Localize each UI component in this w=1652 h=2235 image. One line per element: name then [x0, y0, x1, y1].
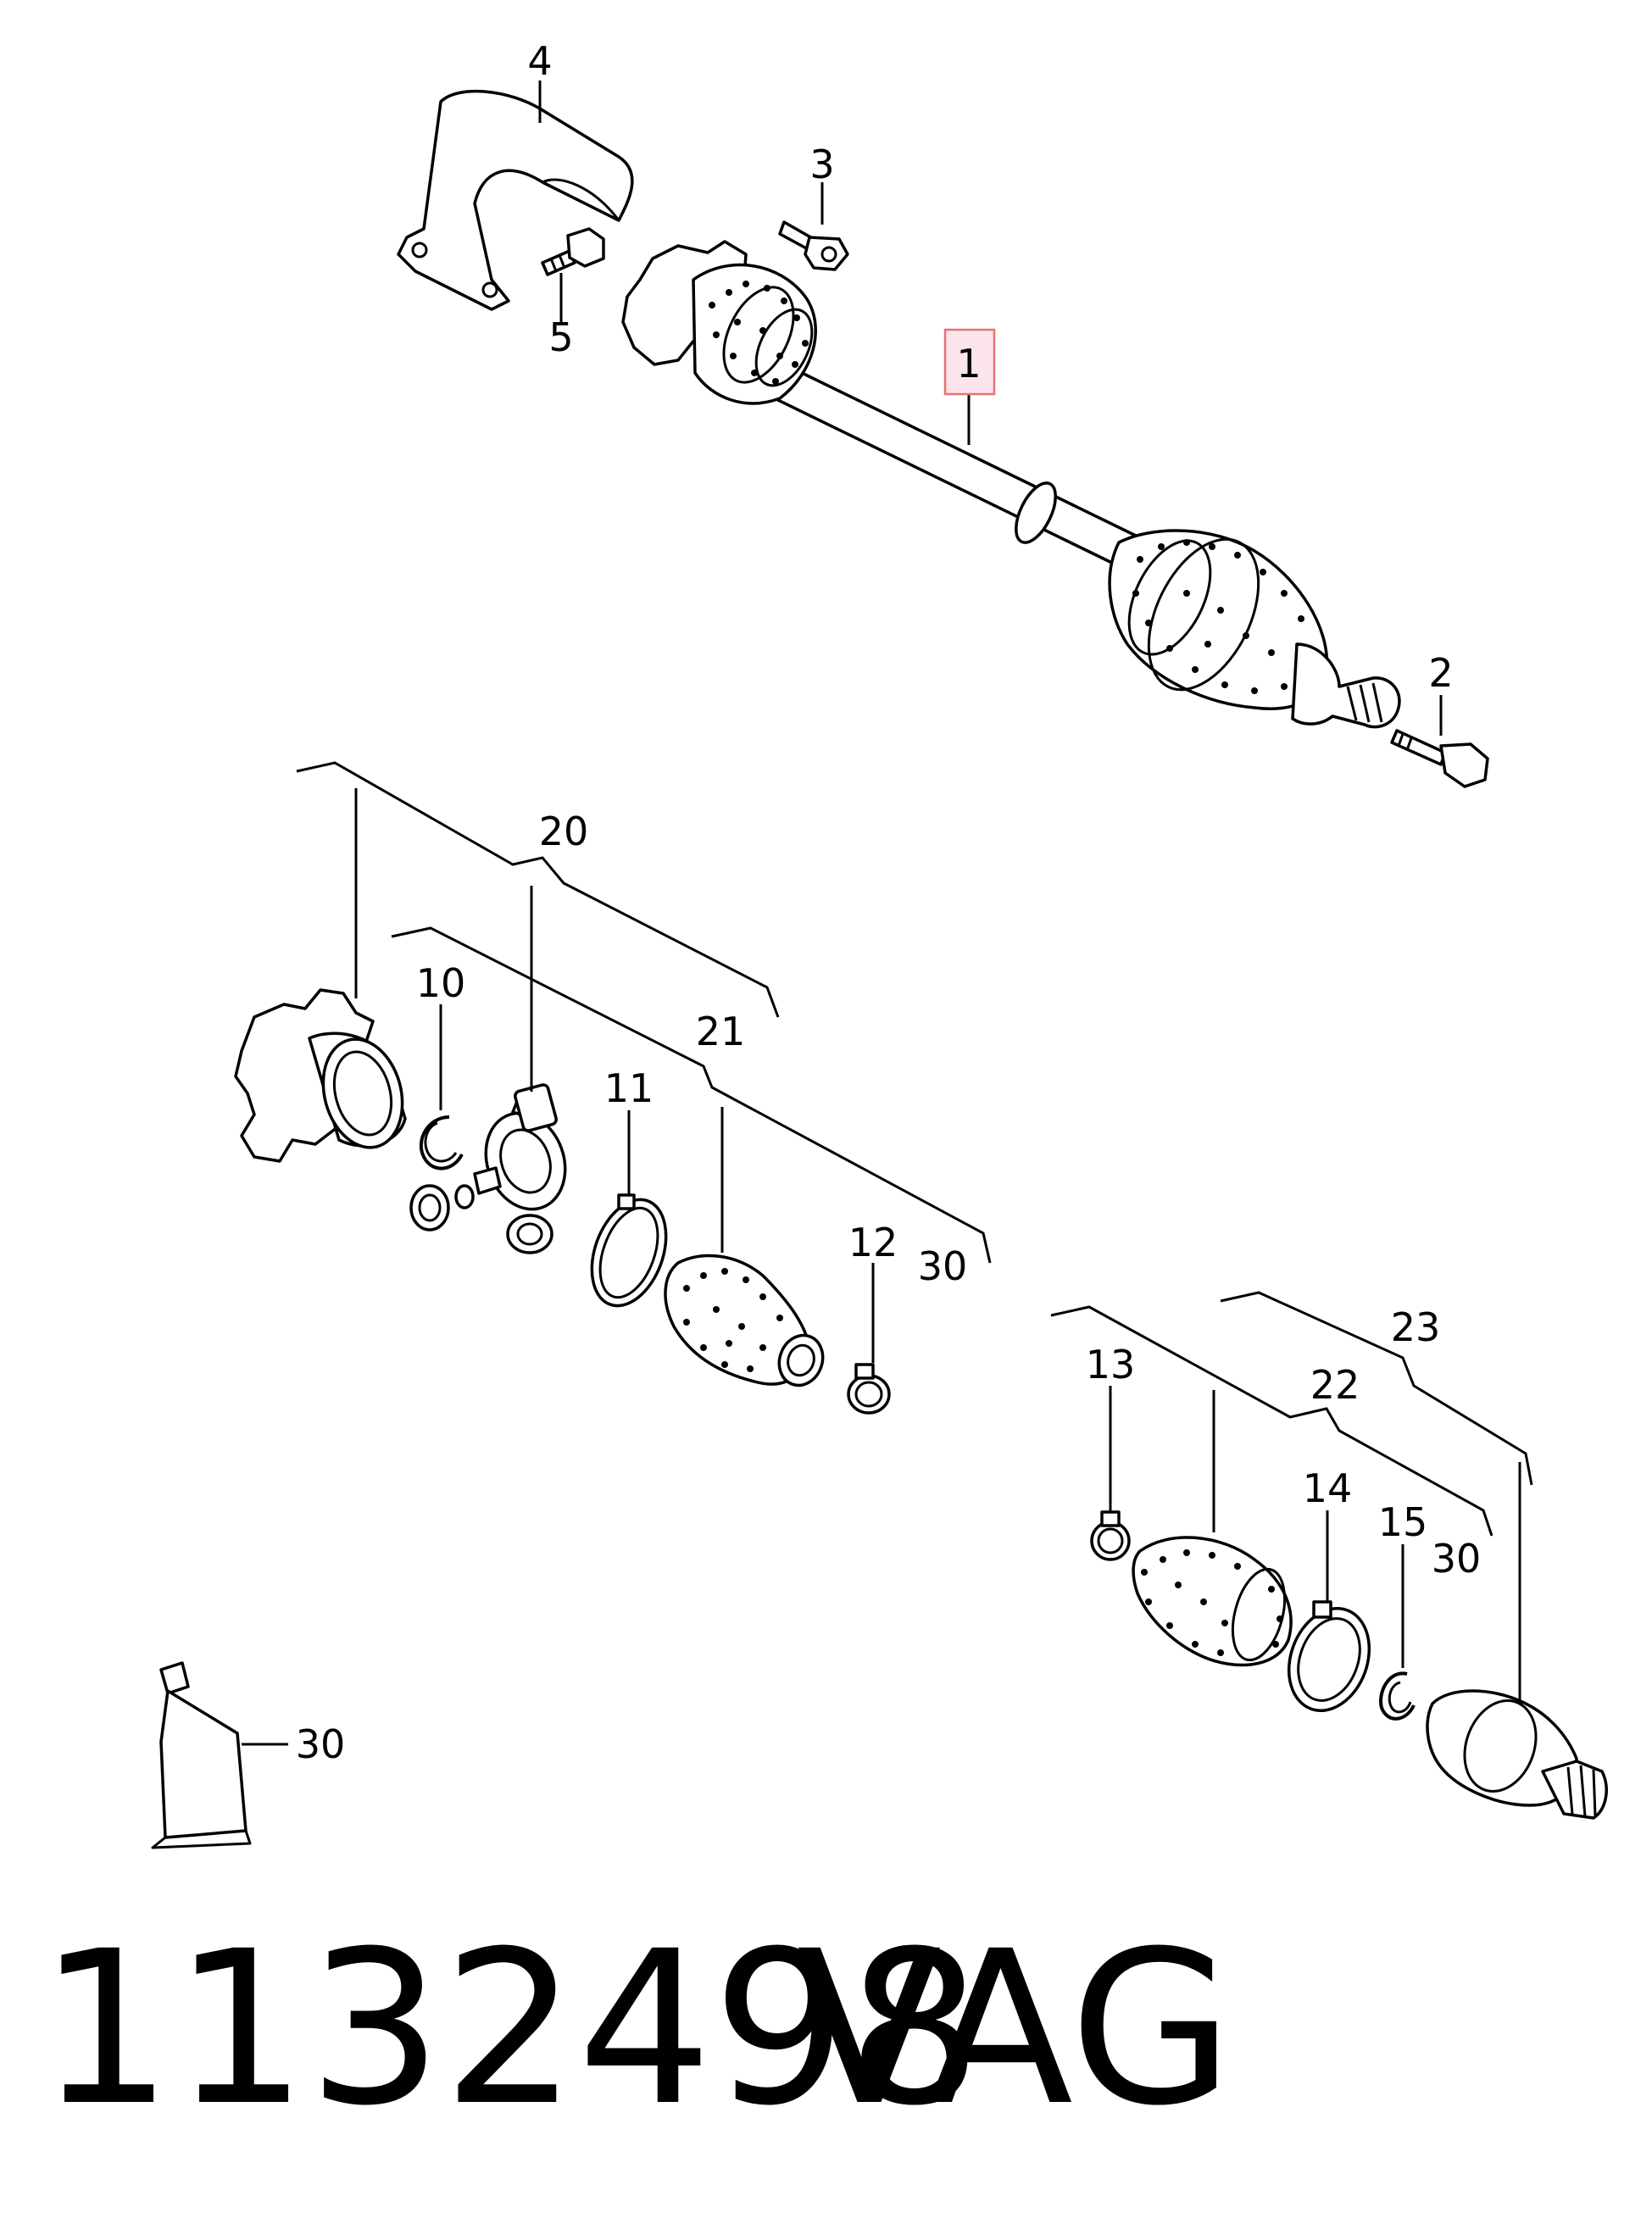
callout-5: 5 — [548, 314, 573, 360]
part-number: 1132498 — [38, 1905, 982, 2152]
inner-boot — [692, 263, 817, 405]
boot-21-dots — [683, 1268, 783, 1372]
callout-23: 23 — [1391, 1304, 1441, 1350]
shaft-bar — [748, 354, 1137, 568]
callout-20: 20 — [539, 809, 589, 854]
boot-22-dots — [1141, 1549, 1283, 1656]
callout-22: 22 — [1310, 1362, 1360, 1408]
circlip-15 — [1379, 1671, 1416, 1721]
bolt-2 — [1390, 729, 1489, 788]
outer-joint-stub — [1291, 642, 1401, 729]
callout-30-grease: 30 — [296, 1721, 346, 1767]
callout-21: 21 — [696, 1009, 746, 1054]
brand-name: VAG — [797, 1905, 1233, 2152]
inner-boot-dots — [709, 281, 809, 385]
tripod-roller-left — [409, 1184, 450, 1231]
callout-10: 10 — [416, 960, 466, 1006]
driveshaft-assembly — [621, 240, 1401, 729]
highlight-box-1 — [943, 328, 996, 396]
outer-boot-dots — [1132, 539, 1313, 694]
clamp-band-11 — [590, 1198, 668, 1308]
callout-2: 2 — [1428, 650, 1453, 696]
shaft-collar — [1015, 481, 1057, 544]
housing-bore — [321, 1037, 404, 1149]
leader-lines — [242, 81, 1533, 1746]
bolt-3 — [778, 220, 849, 271]
callout-13: 13 — [1086, 1342, 1136, 1387]
heat-shield — [397, 89, 634, 311]
bolt-5 — [541, 227, 605, 276]
tripod-roller-bottom — [506, 1214, 553, 1254]
callout-12: 12 — [848, 1220, 898, 1265]
outer-boot-22 — [1132, 1536, 1293, 1667]
grease-tube — [151, 1661, 252, 1849]
callout-11: 11 — [604, 1065, 654, 1111]
callout-14: 14 — [1303, 1465, 1353, 1511]
callout-15: 15 — [1378, 1499, 1428, 1545]
callout-4: 4 — [527, 38, 552, 84]
callout-3: 3 — [809, 142, 834, 187]
kit-20-21-parts — [234, 988, 891, 1415]
kit-22-23-parts — [1090, 1510, 1608, 1820]
callout-30-kit22: 30 — [1432, 1536, 1482, 1582]
callout-labels: 1 2 3 4 5 10 11 12 13 14 15 20 21 22 23 … — [296, 38, 1482, 1767]
callout-30-kit21: 30 — [918, 1243, 968, 1289]
callout-1: 1 — [956, 341, 981, 386]
circlip-10 — [419, 1115, 464, 1170]
